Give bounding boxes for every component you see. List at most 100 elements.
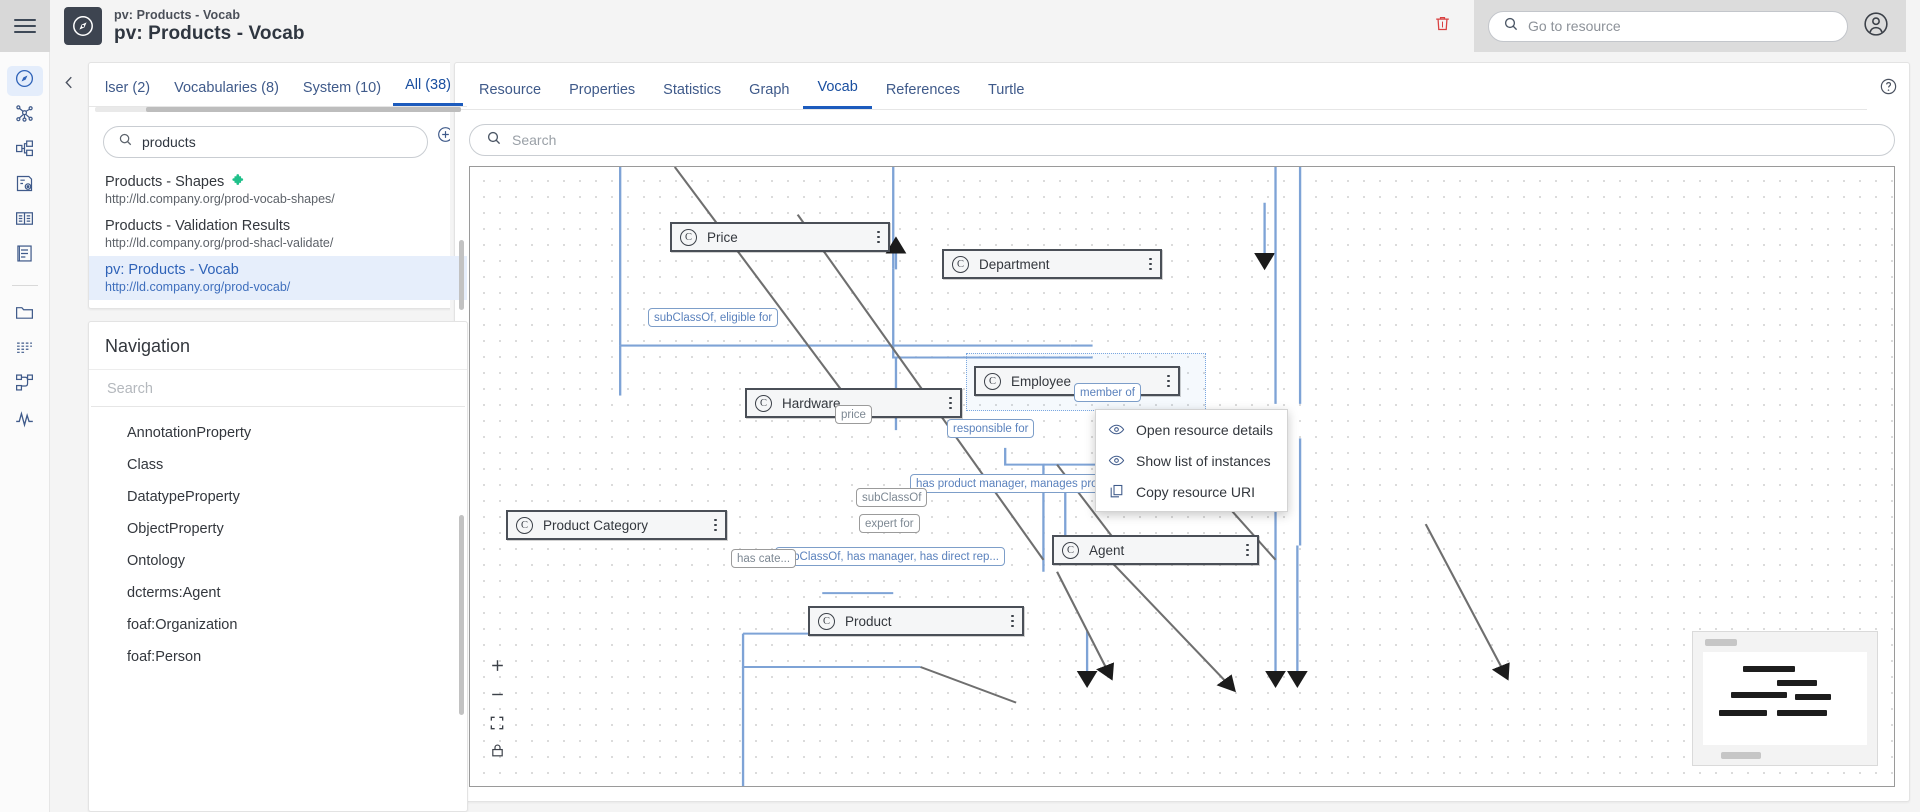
- context-menu-label: Show list of instances: [1136, 452, 1271, 469]
- collapse-panel-button[interactable]: [61, 74, 78, 812]
- edge-label-subclassof-has-manager[interactable]: subClassOf, has manager, has direct rep.…: [775, 547, 1005, 566]
- rail-item-hierarchy[interactable]: [7, 136, 43, 166]
- resource-uri: http://ld.company.org/prod-vocab-shapes/: [105, 192, 335, 206]
- graph-search[interactable]: [469, 124, 1895, 156]
- tab-references[interactable]: References: [885, 82, 960, 98]
- edge-label-member-of[interactable]: member of: [1074, 383, 1141, 402]
- navigation-scrollbar[interactable]: [459, 515, 465, 715]
- rail-item-text-lines[interactable]: [7, 335, 43, 365]
- minimap-bar-bottom: [1721, 752, 1761, 759]
- nav-item-objectproperty[interactable]: ObjectProperty: [127, 521, 224, 537]
- graph-node-product[interactable]: C Product: [808, 606, 1024, 636]
- graph-node-agent[interactable]: C Agent: [1052, 535, 1259, 565]
- tab-vocab[interactable]: Vocab: [803, 63, 872, 109]
- tab-vocabularies[interactable]: Vocabularies (8): [174, 80, 279, 96]
- tabs-scrollbar[interactable]: [95, 107, 462, 112]
- eye-icon: [1108, 452, 1125, 469]
- tab-properties[interactable]: Properties: [569, 82, 636, 98]
- node-menu-button[interactable]: [869, 230, 880, 244]
- node-menu-button[interactable]: [1003, 614, 1014, 628]
- edge-label-subclassof[interactable]: subClassOf: [856, 488, 928, 507]
- resource-title: pv: Products - Vocab: [105, 262, 239, 278]
- goto-resource-input[interactable]: [1528, 18, 1833, 34]
- nav-item-foaf-organization[interactable]: foaf:Organization: [127, 617, 238, 633]
- help-button[interactable]: [1879, 77, 1898, 101]
- rail-item-list-notes[interactable]: [7, 241, 43, 271]
- tab-all[interactable]: All (38): [393, 63, 464, 106]
- node-menu-button[interactable]: [706, 518, 717, 532]
- edge-label-subclassof-eligible-for[interactable]: subClassOf, eligible for: [648, 308, 779, 327]
- edge-label-expert-for[interactable]: expert for: [859, 514, 920, 533]
- graph-canvas-wrapper[interactable]: C Price C Department C Employee C Hardwa: [469, 166, 1895, 787]
- graph-search-input[interactable]: [512, 132, 1878, 148]
- node-menu-button[interactable]: [1159, 374, 1170, 388]
- context-menu-item-open-resource-details[interactable]: Open resource details: [1096, 414, 1287, 445]
- rail-item-compass[interactable]: [6, 66, 43, 96]
- zoom-in-button[interactable]: [489, 657, 506, 674]
- resource-title-row: pv: Products - Vocab: [105, 262, 451, 278]
- node-label: Hardware: [782, 395, 841, 411]
- delete-button[interactable]: [1423, 10, 1462, 42]
- account-button[interactable]: [1862, 10, 1890, 43]
- lock-button[interactable]: [490, 743, 505, 758]
- tab-statistics[interactable]: Statistics: [663, 82, 722, 98]
- rail-item-pulse[interactable]: [7, 405, 43, 435]
- rail-item-graph-nodes[interactable]: [7, 101, 43, 131]
- edge-label-price[interactable]: price: [835, 405, 872, 424]
- tab-user[interactable]: lser (2): [105, 80, 151, 96]
- tab-resource[interactable]: Resource: [479, 82, 542, 98]
- class-c-icon: C: [755, 394, 772, 412]
- nav-item-ontology[interactable]: Ontology: [127, 553, 186, 569]
- graph-minimap[interactable]: [1692, 631, 1878, 766]
- trash-icon: [1433, 14, 1452, 38]
- nav-item-foaf-person[interactable]: foaf:Person: [127, 649, 202, 665]
- search-icon: [1503, 16, 1519, 37]
- list-item[interactable]: Products - Shapes http://ld.company.org/…: [89, 168, 467, 212]
- graph-node-department[interactable]: C Department: [942, 249, 1162, 279]
- rail-item-folder[interactable]: [7, 300, 43, 330]
- top-bar-main: pv: Products - Vocab pv: Products - Voca…: [50, 0, 1920, 52]
- rail-item-table[interactable]: [7, 206, 43, 236]
- main-panel: Resource Properties Statistics Graph Voc…: [450, 52, 1920, 812]
- tab-turtle[interactable]: Turtle: [987, 82, 1025, 98]
- graph-node-price[interactable]: C Price: [670, 222, 890, 252]
- resource-search-input[interactable]: [142, 134, 414, 150]
- list-item[interactable]: Products - Validation Results http://ld.…: [89, 212, 467, 256]
- list-item-selected[interactable]: pv: Products - Vocab http://ld.company.o…: [89, 256, 468, 300]
- rail-item-flow-diagram[interactable]: [7, 370, 43, 400]
- goto-resource-search[interactable]: [1488, 10, 1848, 42]
- class-c-icon: C: [818, 612, 835, 630]
- node-label: Employee: [1011, 373, 1072, 389]
- results-scrollbar[interactable]: [459, 240, 465, 310]
- zoom-out-button[interactable]: [489, 686, 506, 703]
- nav-item-dcterms-agent[interactable]: dcterms:Agent: [127, 585, 221, 601]
- node-menu-button[interactable]: [1238, 543, 1249, 557]
- nav-item-annotationproperty[interactable]: AnnotationProperty: [127, 425, 252, 441]
- tab-graph[interactable]: Graph: [749, 82, 790, 98]
- nav-item-datatypeproperty[interactable]: DatatypeProperty: [127, 489, 240, 505]
- graph-node-product-category[interactable]: C Product Category: [506, 510, 727, 540]
- node-menu-button[interactable]: [1141, 257, 1152, 271]
- class-c-icon: C: [516, 516, 533, 534]
- node-label: Product: [845, 613, 892, 629]
- tab-system[interactable]: System (10): [302, 80, 382, 96]
- context-menu-item-copy-resource-uri[interactable]: Copy resource URI: [1096, 476, 1287, 507]
- navigation-search[interactable]: [91, 370, 466, 407]
- edge-label-responsible-for[interactable]: responsible for: [947, 419, 1035, 438]
- node-menu-button[interactable]: [941, 396, 952, 410]
- minimap-node: [1719, 710, 1767, 716]
- pulse-icon: [14, 407, 35, 433]
- context-menu-item-show-list-of-instances[interactable]: Show list of instances: [1096, 445, 1287, 476]
- left-panel: lser (2) Vocabularies (8) System (10) Al…: [50, 52, 469, 812]
- minimap-viewport[interactable]: [1703, 652, 1867, 745]
- collapse-column: [50, 62, 88, 812]
- menu-toggle-button[interactable]: [0, 0, 50, 52]
- navigation-search-input[interactable]: [107, 381, 450, 397]
- rail-item-server-view[interactable]: [7, 171, 43, 201]
- nav-item-class[interactable]: Class: [127, 457, 164, 473]
- edge-label-has-category[interactable]: has cate...: [731, 549, 797, 568]
- resource-search[interactable]: [103, 126, 429, 158]
- edge-label-has-product-manager[interactable]: has product manager, manages product: [910, 474, 1126, 493]
- resources-card: lser (2) Vocabularies (8) System (10) Al…: [88, 62, 469, 310]
- fit-to-screen-button[interactable]: [489, 715, 505, 731]
